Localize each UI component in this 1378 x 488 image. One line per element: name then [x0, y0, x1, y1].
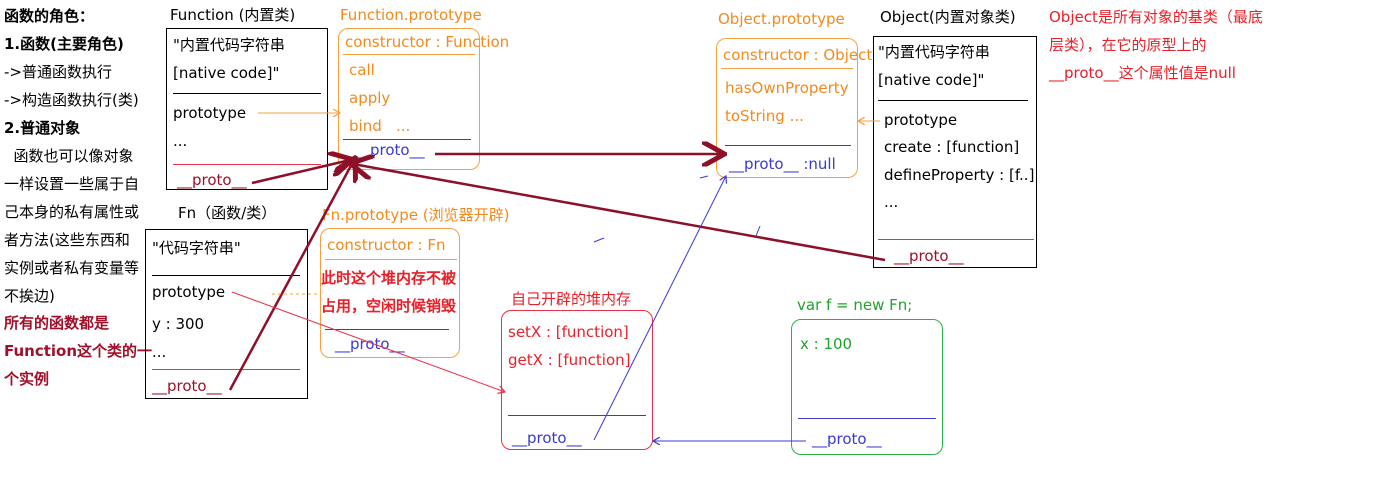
role-object: 2.普通对象 [4, 119, 81, 137]
function-box-code-2: [native code]" [173, 64, 280, 82]
function-instance-note-3: 个实例 [4, 370, 50, 388]
notes-title: 函数的角色： [4, 7, 95, 25]
function-prototype-prop: prototype [173, 104, 247, 122]
function-proto-prop: __proto__ [177, 171, 247, 189]
apply-method: apply [349, 89, 391, 107]
fn-prototype-note-2: 占用，空闲时候销毁 [321, 297, 457, 315]
function-box: "内置代码字符串 [native code]" prototype ... __… [166, 28, 328, 190]
bind-method: bind ... [349, 117, 411, 135]
heap-box: setX : [function] getX : [function] __pr… [501, 310, 653, 450]
fn-box-title: Fn（函数/类） [178, 204, 277, 222]
divider [878, 100, 1028, 101]
has-own-property-method: hasOwnProperty [725, 79, 849, 97]
fn-proto-prop: __proto__ [152, 377, 222, 395]
arrow-fn-prototype [231, 291, 505, 392]
fn-prototype-title: Fn.prototype (浏览器开辟) [322, 206, 510, 224]
instance-title: var f = new Fn; [797, 296, 913, 314]
object-prototype-box: constructor : Object hasOwnProperty toSt… [716, 38, 872, 178]
divider [343, 54, 475, 55]
divider [508, 415, 646, 416]
fn-prototype-note-1: 此时这个堆内存不被 [321, 269, 457, 287]
object-box-title: Object(内置对象类) [880, 8, 1016, 26]
object-prototype-constructor: constructor : Object [723, 46, 873, 64]
fn-prototype-constructor: constructor : Fn [327, 236, 446, 254]
heap-title: 自己开辟的堆内存 [511, 290, 632, 308]
role-constructor-call: ->构造函数执行(类) [4, 91, 139, 109]
heap-proto: __proto__ [512, 429, 582, 447]
to-string-method: toString ... [725, 107, 804, 125]
object-box-ellipsis: ... [884, 193, 899, 211]
role-object-line-4: 者方法(这些东西和 [4, 231, 130, 249]
object-create-prop: create : [function] [884, 138, 1020, 156]
fn-box-code: "代码字符串" [152, 239, 241, 257]
fn-box: "代码字符串" prototype y : 300 ... __proto__ [145, 229, 308, 399]
object-proto-prop: __proto__ [894, 247, 964, 265]
divider [878, 239, 1034, 240]
divider [173, 93, 321, 94]
function-box-code-1: "内置代码字符串 [173, 36, 285, 54]
function-prototype-constructor: constructor : Function [345, 33, 510, 51]
divider [152, 275, 300, 276]
object-note-1: Object是所有对象的基类（最底 [1049, 8, 1263, 26]
fn-y-prop: y : 300 [152, 315, 205, 333]
object-note-3: __proto__这个属性值是null [1049, 64, 1236, 82]
divider [152, 369, 300, 370]
role-object-line-1: 函数也可以像对象 [4, 147, 134, 165]
function-prototype-box: constructor : Function call apply bind .… [338, 28, 509, 170]
divider [725, 145, 851, 146]
role-object-line-5: 实例或者私有变量等 [4, 259, 140, 277]
getx-method: getX : [function] [508, 351, 631, 369]
object-box-code-1: "内置代码字符串 [878, 43, 990, 61]
function-box-title: Function (内置类) [170, 6, 296, 24]
function-prototype-title: Function.prototype [340, 6, 482, 24]
stray-mark [755, 225, 761, 237]
object-box: "内置代码字符串 [native code]" prototype create… [873, 36, 1037, 268]
arrow-fn-proto [228, 160, 354, 391]
arrow-heap-proto [593, 176, 726, 441]
divider [721, 68, 853, 69]
object-prototype-title: Object.prototype [718, 10, 845, 28]
object-note-2: 层类），在它的原型上的 [1049, 36, 1207, 54]
role-object-line-2: 一样设置一些属于自 [4, 175, 140, 193]
function-instance-note-2: Function这个类的一 [4, 342, 153, 360]
divider [798, 418, 936, 419]
role-function: 1.函数(主要角色) [4, 35, 124, 53]
instance-box: x : 100 __proto__ [791, 319, 943, 455]
role-object-line-3: 己本身的私有属性或 [4, 203, 140, 221]
object-prototype-proto: __proto__ :null [729, 155, 836, 173]
arrow-object-proto [353, 164, 886, 262]
object-prototype-prop: prototype [884, 111, 958, 129]
stray-mark [593, 237, 605, 243]
function-instance-note-1: 所有的函数都是 [4, 314, 110, 332]
fn-prototype-box: constructor : Fn 此时这个堆内存不被 占用，空闲时候销毁 __p… [320, 228, 460, 358]
instance-proto: __proto__ [812, 430, 882, 448]
arrow-function-proto [251, 160, 350, 185]
divider [325, 259, 457, 260]
divider [173, 164, 321, 165]
setx-method: setX : [function] [508, 323, 629, 341]
divider [325, 329, 449, 330]
function-box-ellipsis: ... [173, 132, 188, 150]
role-object-line-6: 不挨边) [4, 287, 55, 305]
object-box-code-2: [native code]" [878, 71, 985, 89]
fn-prototype-prop: prototype [152, 283, 226, 301]
divider [343, 139, 471, 140]
role-normal-call: ->普通函数执行 [4, 63, 112, 81]
stray-mark [699, 175, 709, 179]
object-define-property-prop: defineProperty : [f..] [884, 166, 1035, 184]
instance-x-prop: x : 100 [800, 335, 853, 353]
fn-box-ellipsis: ... [152, 343, 167, 361]
call-method: call [349, 61, 375, 79]
